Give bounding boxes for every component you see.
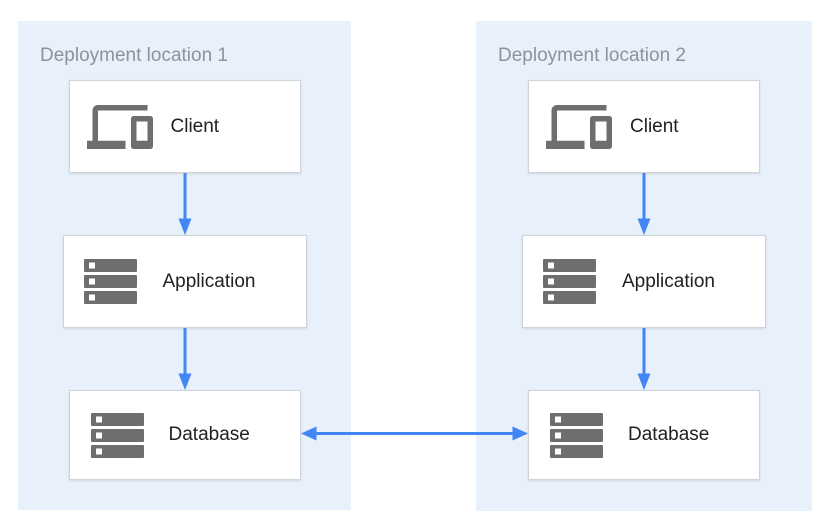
- storage-icon: [550, 412, 603, 458]
- application-to-database-arrow: [636, 328, 652, 390]
- node-label: Client: [170, 115, 220, 137]
- application-to-database-arrow: [177, 328, 193, 390]
- location-2-database-box: Database: [528, 390, 760, 480]
- storage-icon: [543, 259, 596, 304]
- deployment-location-2-title: Deployment location 2: [498, 45, 686, 66]
- node-label: Application: [622, 270, 715, 292]
- devices-icon: [546, 104, 612, 149]
- deployment-location-1-panel: Deployment location 1 Client: [18, 21, 351, 510]
- database-replication-arrow: [301, 425, 528, 442]
- client-to-application-arrow: [177, 173, 193, 235]
- location-1-database-box: Database: [68, 390, 301, 480]
- node-label: Database: [168, 424, 250, 445]
- deployment-location-1-title: Deployment location 1: [40, 45, 228, 66]
- node-label: Client: [630, 115, 679, 137]
- location-1-application-box: Application: [62, 235, 307, 328]
- storage-icon: [83, 259, 137, 304]
- node-label: Application: [162, 270, 256, 292]
- location-1-client-box: Client: [68, 80, 301, 173]
- deployment-location-2-panel: Deployment location 2 Client: [476, 21, 812, 511]
- devices-icon: [86, 104, 153, 149]
- storage-icon: [90, 412, 144, 458]
- location-2-application-box: Application: [522, 235, 766, 328]
- client-to-application-arrow: [636, 173, 652, 235]
- location-2-client-box: Client: [528, 80, 760, 173]
- node-label: Database: [628, 424, 710, 445]
